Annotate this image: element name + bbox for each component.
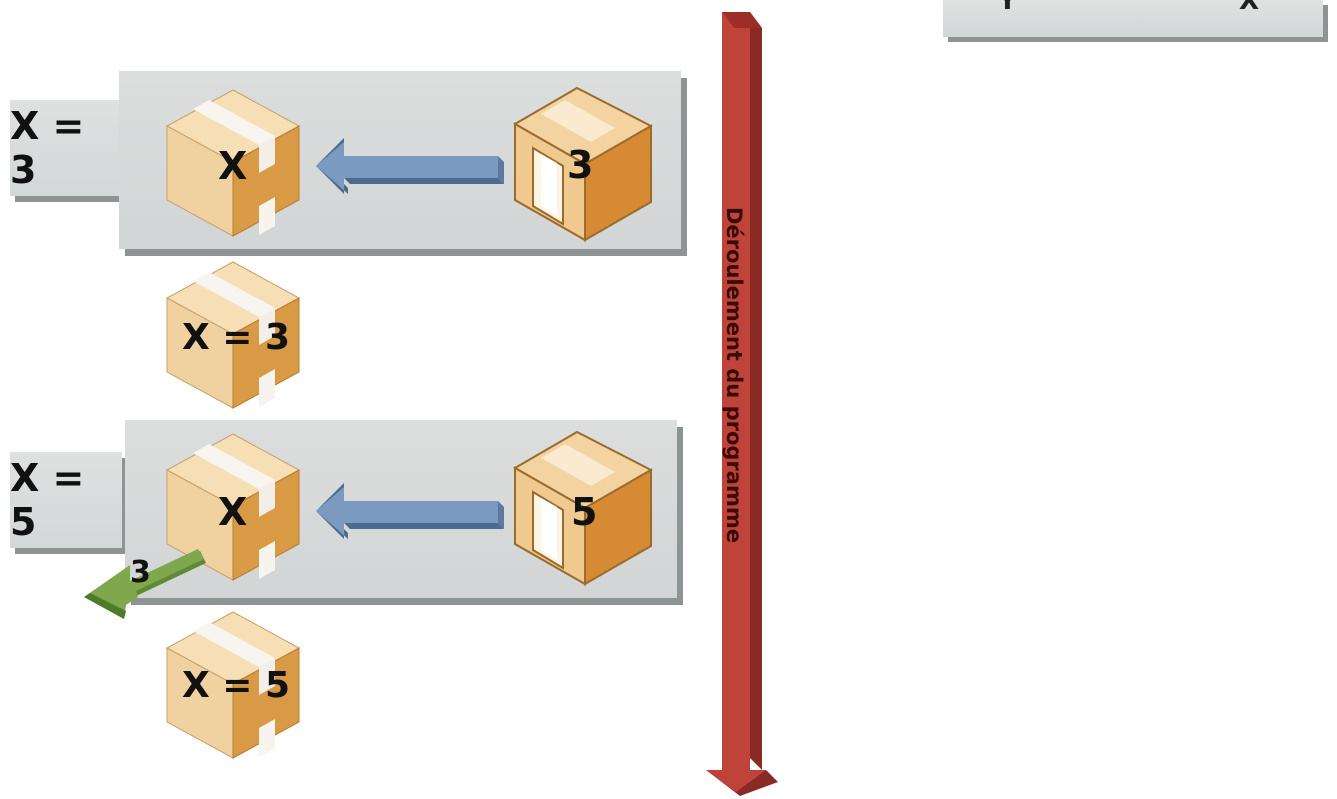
discard-arrow-icon (84, 549, 206, 619)
discarded-value-label: 3 (130, 555, 151, 590)
variable-box-label: X (218, 144, 248, 188)
timeline-arrow-icon (706, 12, 778, 796)
variable-box-label: X (218, 490, 248, 534)
value-crate-label: 3 (567, 143, 594, 187)
result-box-icon (165, 261, 301, 409)
assignment-text: X = 5 (10, 456, 85, 544)
partial-letter-left: Y (998, 0, 1017, 16)
variable-box-icon (165, 433, 301, 581)
value-crate-icon (512, 86, 654, 242)
result-box-label: X = 3 (182, 317, 291, 358)
variable-box-icon (165, 89, 301, 237)
assign-arrow-icon (316, 483, 504, 539)
partial-letter-right: X (1239, 0, 1260, 16)
assignment-label-step2: X = 5 (10, 452, 122, 548)
result-box-icon (165, 611, 301, 759)
timeline-label: Déroulement du programme (722, 207, 746, 543)
assign-arrow-icon (316, 138, 504, 194)
value-crate-label: 5 (571, 490, 598, 534)
value-crate-icon (512, 430, 654, 586)
assignment-label-step1: X = 3 (10, 100, 122, 196)
assignment-text: X = 3 (10, 104, 85, 192)
result-box-label: X = 5 (182, 665, 291, 706)
previous-step-partial: Y X (943, 0, 1323, 37)
